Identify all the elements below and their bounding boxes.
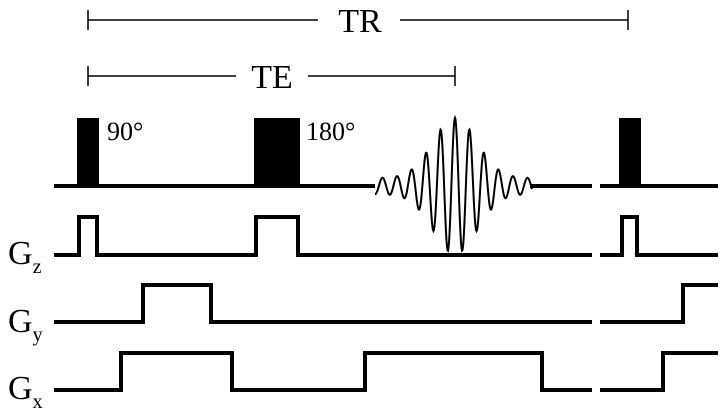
- rf-pulse-90-next: [619, 118, 641, 186]
- gz-waveform: [54, 215, 718, 257]
- tr-interval-marker: [87, 10, 629, 30]
- gx-waveform: [54, 351, 718, 392]
- rf-channel: [54, 114, 718, 253]
- gx-axis-label: Gx: [8, 370, 43, 413]
- gz-axis-label: Gz: [8, 235, 42, 278]
- rf-pulse-180: [254, 118, 300, 186]
- tr-label: TR: [338, 3, 382, 40]
- te-interval-marker: [87, 66, 456, 86]
- te-label: TE: [251, 59, 293, 96]
- flip-angle-90-label: 90°: [107, 117, 143, 146]
- gy-waveform: [54, 283, 718, 324]
- gy-axis-label: Gy: [8, 303, 43, 346]
- rf-pulse-90: [77, 118, 99, 186]
- flip-angle-180-label: 180°: [306, 117, 355, 146]
- echo-signal: [374, 114, 533, 253]
